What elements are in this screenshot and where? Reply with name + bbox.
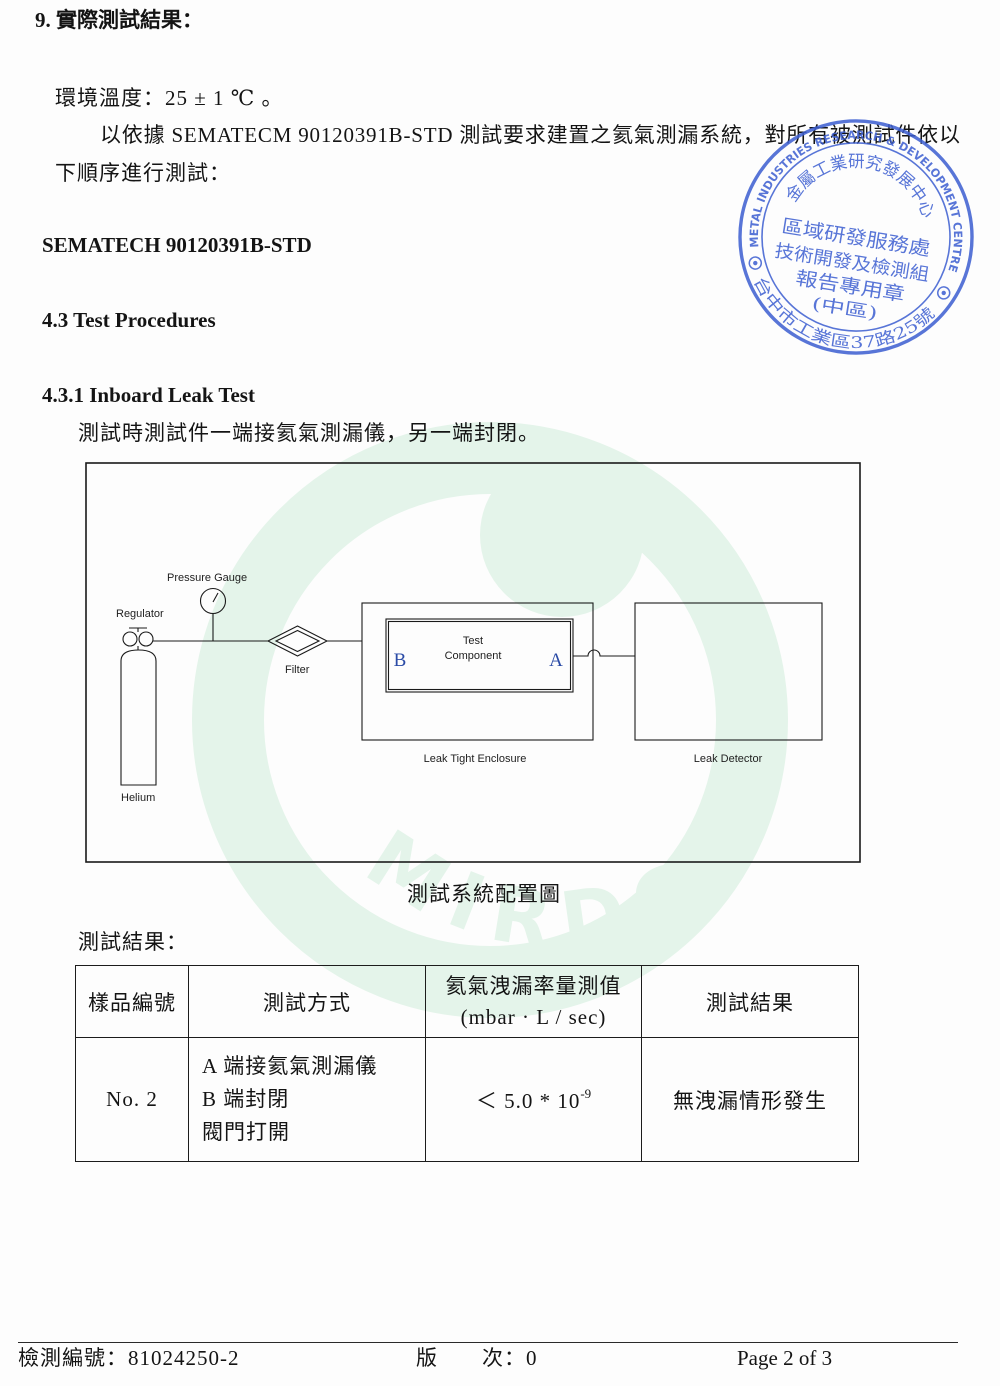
procedures-heading: 4.3 Test Procedures (42, 308, 216, 332)
intro-text-line-2: 下順序進行測試： (55, 161, 231, 185)
cell-sample-no: No. 2 (75, 1037, 189, 1162)
seal-inner-ring (761, 142, 951, 332)
header-leak-rate-text: 氦氣洩漏率量測值 (445, 973, 622, 998)
table-header-row: 樣品編號 測試方式 氦氣洩漏率量測值 (mbar · L / sec) 測試結果 (75, 965, 859, 1038)
seal-emblem-right-icon (936, 286, 951, 300)
leak-rate-value: ＜ 5.0 * 10 (475, 1088, 581, 1113)
label-leak-tight-enclosure: Leak Tight Enclosure (424, 753, 527, 765)
test-name-heading: 4.3.1 Inboard Leak Test (42, 383, 255, 407)
filter-symbol (266, 625, 329, 657)
section-heading: 9. 實際測試結果： (35, 8, 203, 32)
pressure-gauge-symbol (199, 587, 227, 615)
cell-test-result: 無洩漏情形發生 (641, 1037, 859, 1162)
leak-rate-exponent: -9 (580, 1085, 592, 1101)
cell-test-method: A 端接氦氣測漏儀 B 端封閉 閥門打開 (188, 1037, 426, 1162)
footer-rule (18, 1342, 958, 1343)
header-test-result: 測試結果 (641, 965, 859, 1038)
header-leak-rate-unit: (mbar · L / sec) (460, 1004, 607, 1029)
leak-detector-box (634, 602, 823, 741)
label-pressure-gauge: Pressure Gauge (167, 572, 247, 584)
method-line-3: 閥門打開 (202, 1120, 290, 1144)
header-leak-rate: 氦氣洩漏率量測值 (mbar · L / sec) (425, 965, 642, 1038)
label-test-component-line-1: Test (463, 635, 483, 647)
port-a-label: A (549, 650, 563, 671)
inspection-seal-stamp: METAL INDUSTRIES RESEARCH & DEVELOPMENT … (738, 112, 981, 365)
header-test-method-text: 測試方式 (263, 990, 351, 1015)
cell-leak-rate: ＜ 5.0 * 10-9 (425, 1037, 642, 1162)
gauge-needle (212, 592, 219, 603)
port-b-label: B (394, 650, 407, 671)
label-test-component-line-2: Component (445, 650, 502, 662)
label-helium: Helium (121, 792, 155, 804)
header-sample-no-text: 樣品編號 (88, 990, 176, 1015)
footer-page-number: Page 2 of 3 (737, 1346, 833, 1370)
diagram-frame (85, 462, 861, 863)
footer-version: 版 次：0 (416, 1346, 538, 1370)
sample-no-value: No. 2 (106, 1087, 158, 1111)
regulator-symbol-right (138, 631, 154, 647)
leak-tight-enclosure-box (361, 602, 594, 741)
header-test-method: 測試方式 (188, 965, 426, 1038)
results-table: 樣品編號 測試方式 氦氣洩漏率量測值 (mbar · L / sec) 測試結果… (75, 965, 859, 1162)
method-line-1: A 端接氦氣測漏儀 (202, 1054, 378, 1078)
label-filter: Filter (285, 664, 310, 676)
label-regulator: Regulator (116, 608, 164, 620)
test-system-diagram: Pressure Gauge Regulator Filter Helium T… (85, 462, 861, 863)
test-description: 測試時測試件一端接氦氣測漏儀，另一端封閉。 (78, 421, 540, 445)
seal-emblem-left-icon (748, 256, 763, 270)
regulator-symbol-left (122, 631, 138, 647)
test-component-inner-outline (387, 620, 572, 691)
test-result-value: 無洩漏情形發生 (673, 1088, 827, 1113)
filter-element (274, 629, 321, 653)
header-test-result-text: 測試結果 (706, 990, 794, 1015)
gas-line-component-to-detector (573, 649, 635, 657)
standard-name: SEMATECH 90120391B-STD (42, 233, 312, 257)
header-sample-no: 樣品編號 (75, 965, 189, 1038)
results-label: 測試結果： (78, 930, 188, 954)
table-row: No. 2 A 端接氦氣測漏儀 B 端封閉 閥門打開 ＜ 5.0 * 10-9 … (75, 1037, 859, 1162)
environment-temperature: 環境溫度：25 ± 1 ℃ 。 (55, 86, 284, 110)
method-line-2: B 端封閉 (202, 1087, 290, 1111)
diagram-caption: 測試系統配置圖 (407, 882, 561, 906)
label-leak-detector: Leak Detector (694, 753, 763, 765)
footer-report-number: 檢測編號：81024250-2 (18, 1346, 240, 1370)
watermark-dot (480, 453, 644, 617)
seal-outer-ring (738, 119, 974, 355)
helium-cylinder (120, 649, 157, 786)
